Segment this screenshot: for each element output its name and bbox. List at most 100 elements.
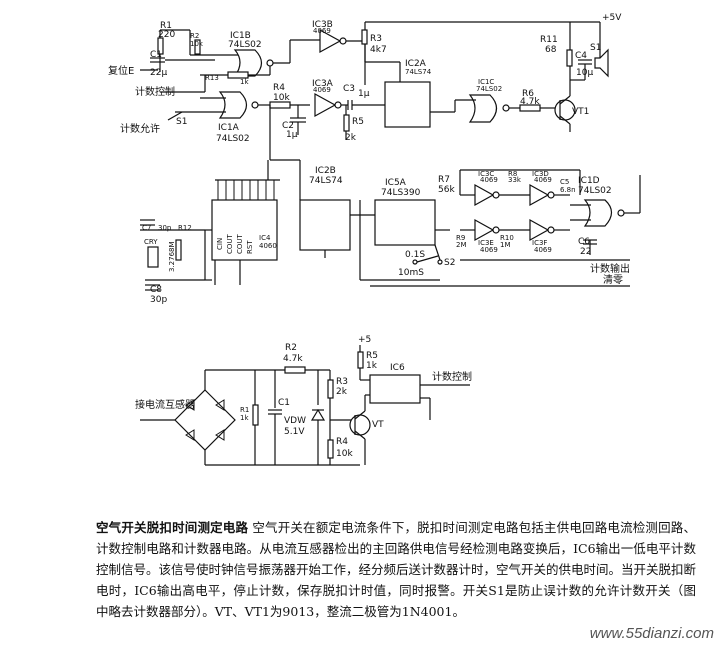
caption: 空气开关脱扣时间测定电路 空气开关在额定电流条件下，脱扣时间测定电路包括主供电回… <box>96 517 696 622</box>
ic3b-inverter <box>319 28 342 54</box>
ic3c-inverter <box>474 183 495 207</box>
r11-label: R11 <box>540 35 558 45</box>
ic3a-label: IC3A <box>312 79 334 89</box>
r2-lower-value: 4.7k <box>283 354 303 364</box>
ic2a-type: 74LS74 <box>405 68 432 76</box>
speaker-icon <box>594 48 609 78</box>
ic6-optocoupler <box>369 374 421 404</box>
ic2a-label: IC2A <box>405 59 427 69</box>
r5-label: R5 <box>352 117 364 127</box>
ic1c-label: IC1C <box>478 78 494 86</box>
ic1a-label: IC1A <box>218 123 240 133</box>
c3-value: 1μ <box>358 89 370 99</box>
ic4-divider <box>211 199 278 261</box>
r3-resistor-lower <box>327 379 334 399</box>
r10-label: R10 <box>500 234 514 242</box>
ic3c-label: IC3C <box>478 170 494 178</box>
ic1d-label: IC1D <box>578 176 600 186</box>
c1-value: 22μ <box>150 68 167 78</box>
r3-lower-value: 2k <box>336 387 348 397</box>
r5-lower-value: 1k <box>366 361 378 371</box>
r1-resistor-lower <box>252 404 259 426</box>
ic4-type: 4060 <box>259 242 277 250</box>
c3-label: C3 <box>343 84 355 94</box>
ic3f-type: 4069 <box>534 246 552 254</box>
c7-value: 30p <box>158 224 172 232</box>
ic1c-nor-gate <box>468 94 498 123</box>
ic3e-label: IC3E <box>478 239 494 247</box>
ic5a-label: IC5A <box>385 178 407 188</box>
ic2a-flip-flop <box>384 81 431 128</box>
ic3d-label: IC3D <box>532 170 549 178</box>
ic2b-type: 74LS74 <box>309 176 343 186</box>
upper-labels: R1 220 C1 22μ 复位E R2 10k IC1B 74LS02 R13… <box>108 13 630 305</box>
c2-value: 1μ <box>286 130 298 140</box>
caption-title: 空气开关脱扣时间测定电路 <box>96 520 249 535</box>
vt-label: VT <box>372 420 384 430</box>
vdw-label: VDW <box>284 416 306 426</box>
r4-value: 10k <box>273 93 290 103</box>
ic6-label: IC6 <box>390 363 405 373</box>
r12-value: 3.2768M <box>168 241 176 272</box>
r13-label: R13 <box>205 74 219 82</box>
r5-resistor-lower <box>357 351 364 369</box>
count-out-label: 计数输出 <box>590 262 630 275</box>
r4-lower-label: R4 <box>336 437 348 447</box>
ic1b-type: 74LS02 <box>228 40 262 50</box>
ic3b-label: IC3B <box>312 20 333 30</box>
count-allow-label: 计数允许 <box>120 122 160 135</box>
crystal-icon <box>147 246 159 268</box>
clear-label: 清零 <box>603 273 623 286</box>
r2-resistor <box>194 39 201 55</box>
ic1d-nor-gate <box>583 199 613 227</box>
r2-resistor-lower <box>284 366 306 374</box>
ic1a-type: 74LS02 <box>216 134 250 144</box>
c1-label: C1 <box>150 50 162 60</box>
r5-resistor <box>343 114 350 132</box>
ic1c-type: 74LS02 <box>476 85 502 93</box>
ic3e-type: 4069 <box>480 246 498 254</box>
ic1b-label: IC1B <box>230 31 251 41</box>
r1-lower-label: R1 <box>240 406 249 414</box>
s1-speaker-label: S1 <box>590 43 601 53</box>
ic3c-type: 4069 <box>480 176 498 184</box>
r5-lower-label: R5 <box>366 351 378 361</box>
bridge-rectifier <box>174 389 236 451</box>
r6-label: R6 <box>522 89 534 99</box>
cry-label: CRY <box>144 238 158 246</box>
r4-label: R4 <box>273 83 285 93</box>
ic3d-inverter <box>529 183 550 207</box>
r8-label: R8 <box>508 170 517 178</box>
ic3a-type: 4069 <box>313 86 331 94</box>
c5-label: C5 <box>560 178 569 186</box>
count-ctrl-label: 计数控制 <box>135 85 175 98</box>
r6-value: 4.7k <box>520 97 540 107</box>
ic3f-label: IC3F <box>532 239 547 247</box>
r9-label: R9 <box>456 234 465 242</box>
c6-value: 22 <box>580 247 591 257</box>
rst-label: RST <box>246 240 254 254</box>
r2-label: R2 <box>190 32 199 40</box>
c8-label: C8 <box>150 285 162 295</box>
watermark: www.55dianzi.com <box>589 625 714 642</box>
r12-resistor <box>175 239 182 261</box>
r3-resistor <box>361 29 368 45</box>
r5-value: 2k <box>345 133 357 143</box>
t01-label: 0.1S <box>405 250 425 260</box>
r3-lower-label: R3 <box>336 377 348 387</box>
ic2b-flip-flop <box>299 199 351 251</box>
r9-value: 2M <box>456 241 467 249</box>
s1-label: S1 <box>176 117 187 127</box>
vdw-value: 5.1V <box>284 427 305 437</box>
caption-body: 空气开关在额定电流条件下，脱扣时间测定电路包括主供电回路电流检测回路、计数控制电… <box>96 520 697 619</box>
r11-value: 68 <box>545 45 557 55</box>
upper-circuit <box>140 21 641 291</box>
r1-value: 220 <box>158 30 175 40</box>
ic4-label: IC4 <box>259 234 271 242</box>
r11-resistor <box>566 49 573 67</box>
c5-value: 6.8n <box>560 186 576 194</box>
ic3e-inverter <box>474 218 495 242</box>
reset-label: 复位E <box>108 64 134 77</box>
c7-label: C7 <box>142 224 151 232</box>
r13-value: 1k <box>240 78 249 86</box>
